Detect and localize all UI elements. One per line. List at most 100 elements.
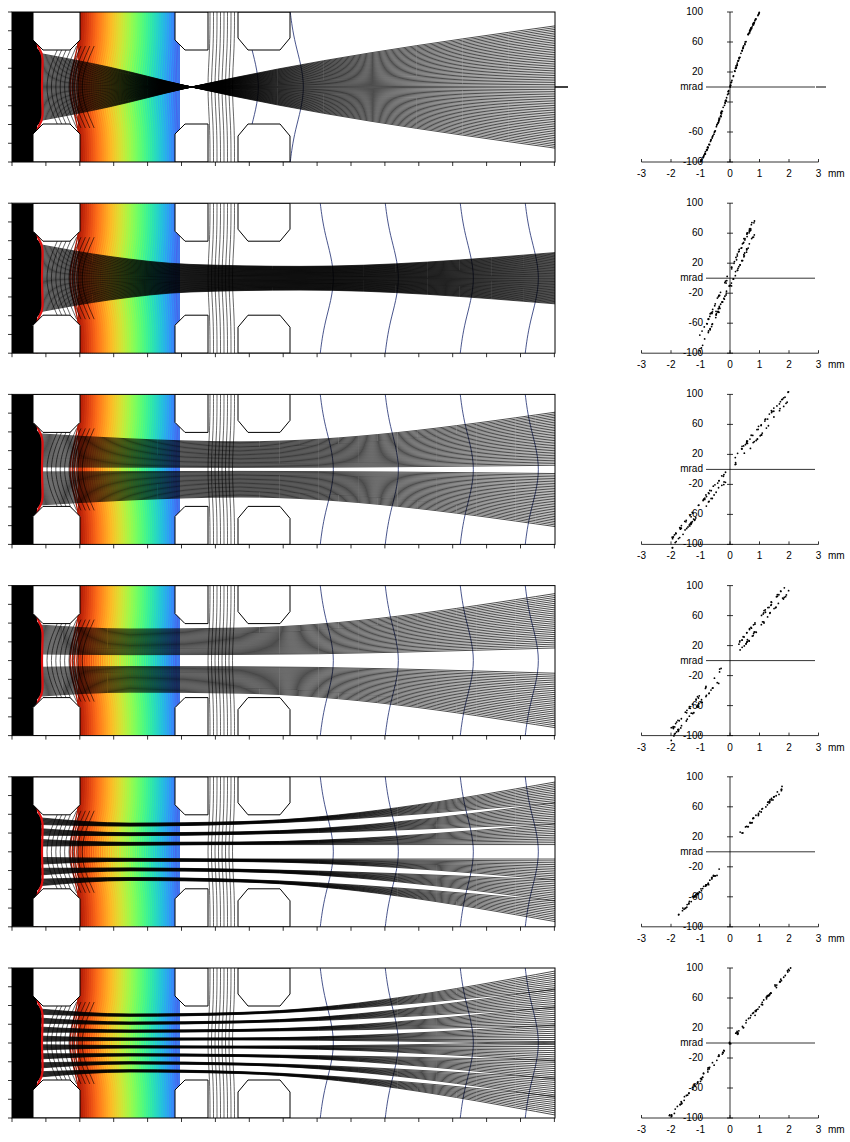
tick-label: 60	[692, 418, 703, 430]
phase-space-points	[782, 398, 784, 400]
phase-space-plot	[789, 350, 790, 353]
phase-space-points	[741, 50, 743, 52]
beam-trajectories	[40, 271, 555, 276]
panel-ticks	[8, 259, 12, 260]
phase-space-points	[741, 832, 743, 834]
phase-space-points	[750, 448, 752, 450]
panel-ticks	[8, 1118, 12, 1119]
phase-space-points	[668, 967, 791, 1117]
phase-space-points	[712, 485, 714, 487]
axis-title: mrad	[680, 272, 703, 283]
phase-space-points	[736, 64, 738, 66]
panel-ticks	[181, 1118, 182, 1122]
beam-trajectories	[40, 455, 555, 462]
beam-trajectories	[40, 465, 555, 467]
phase-space-points	[737, 269, 739, 271]
electrode	[175, 968, 208, 1006]
electrode	[238, 394, 290, 432]
phase-space-points	[777, 603, 779, 605]
phase-space-plot	[727, 836, 733, 837]
phase-space-points	[746, 232, 748, 234]
phase-space-plot	[641, 159, 642, 162]
equipotential-line	[111, 394, 118, 544]
phase-space-points	[719, 671, 721, 673]
phase-space-points	[680, 527, 682, 529]
equipotential-line	[120, 394, 126, 544]
panel-ticks	[8, 469, 12, 470]
phase-space-points	[707, 1071, 709, 1073]
phase-space-points	[718, 120, 720, 122]
beam-trajectories	[40, 1042, 555, 1046]
phase-space-points	[718, 868, 720, 870]
phase-space-points	[707, 883, 709, 885]
axis-title: mrad	[680, 81, 703, 93]
panel-ticks	[8, 1080, 12, 1081]
tick-label: -1	[696, 168, 705, 180]
phase-space-points	[768, 802, 770, 804]
tick-label: -20	[689, 287, 703, 299]
phase-space-points	[768, 995, 770, 997]
equipotential-line	[73, 46, 85, 128]
phase-space-points	[770, 992, 772, 994]
phase-space-points	[711, 324, 713, 326]
phase-space-points	[754, 622, 756, 624]
phase-space-points	[727, 94, 729, 96]
panel-ticks	[8, 450, 12, 451]
phase-space-points	[745, 1022, 747, 1024]
panel-ticks	[283, 353, 284, 357]
phase-space-points	[755, 18, 757, 20]
phase-space-plot	[642, 391, 819, 549]
beam-trajectories	[40, 1040, 555, 1044]
panel-ticks	[8, 698, 12, 699]
phase-space-plot	[671, 924, 672, 927]
phase-space-plot	[642, 544, 819, 545]
panel-ticks	[8, 278, 12, 279]
phase-space-points	[721, 301, 723, 303]
phase-space-points	[704, 153, 706, 155]
panel-ticks	[8, 1061, 12, 1062]
phase-space-points	[742, 243, 744, 245]
phase-space-points	[683, 1099, 685, 1101]
beam-trajectories	[40, 1072, 555, 1115]
equipotential-line	[212, 777, 214, 927]
equipotential-line	[226, 586, 228, 736]
phase-space-points	[735, 271, 737, 273]
equipotential-line	[233, 968, 235, 1118]
phase-space-points	[785, 594, 787, 596]
phase-space-plot	[727, 645, 733, 646]
panel-ticks	[8, 124, 12, 125]
tick-label: 1	[757, 168, 763, 180]
phase-space-points	[790, 967, 792, 969]
equipotential-line	[222, 968, 224, 1118]
phase-space-points	[735, 67, 737, 69]
phase-space-plot	[727, 162, 733, 163]
phase-space-points	[735, 463, 737, 465]
phase-space-points	[741, 260, 743, 262]
phase-space-points	[724, 102, 726, 104]
phase-space-plot	[727, 102, 733, 103]
beam-trajectories	[40, 450, 555, 460]
phase-space-points	[706, 149, 708, 151]
panel-ticks	[452, 353, 453, 357]
phase-space-points	[746, 248, 748, 250]
phase-space-points	[722, 301, 724, 303]
panel-ticks	[79, 736, 80, 740]
phase-space-points	[736, 255, 738, 257]
panel-ticks	[45, 1118, 46, 1122]
phase-space-points	[738, 251, 740, 253]
phase-space-points	[783, 596, 785, 598]
phase-space-points	[752, 442, 754, 444]
phase-space-points	[677, 730, 679, 732]
phase-space-plot	[641, 541, 642, 544]
phase-space-plot	[818, 924, 819, 927]
simulation-row	[8, 7, 826, 167]
panel-ticks	[8, 1099, 12, 1100]
phase-space-plot	[730, 159, 731, 162]
phase-space-points	[757, 428, 759, 430]
equipotential-line	[113, 394, 120, 544]
phase-space-plot	[727, 776, 733, 777]
beam-trajectories	[40, 1072, 555, 1113]
equipotential-line	[117, 968, 124, 1118]
phase-space-points	[708, 144, 710, 146]
phase-space-points	[686, 718, 688, 720]
